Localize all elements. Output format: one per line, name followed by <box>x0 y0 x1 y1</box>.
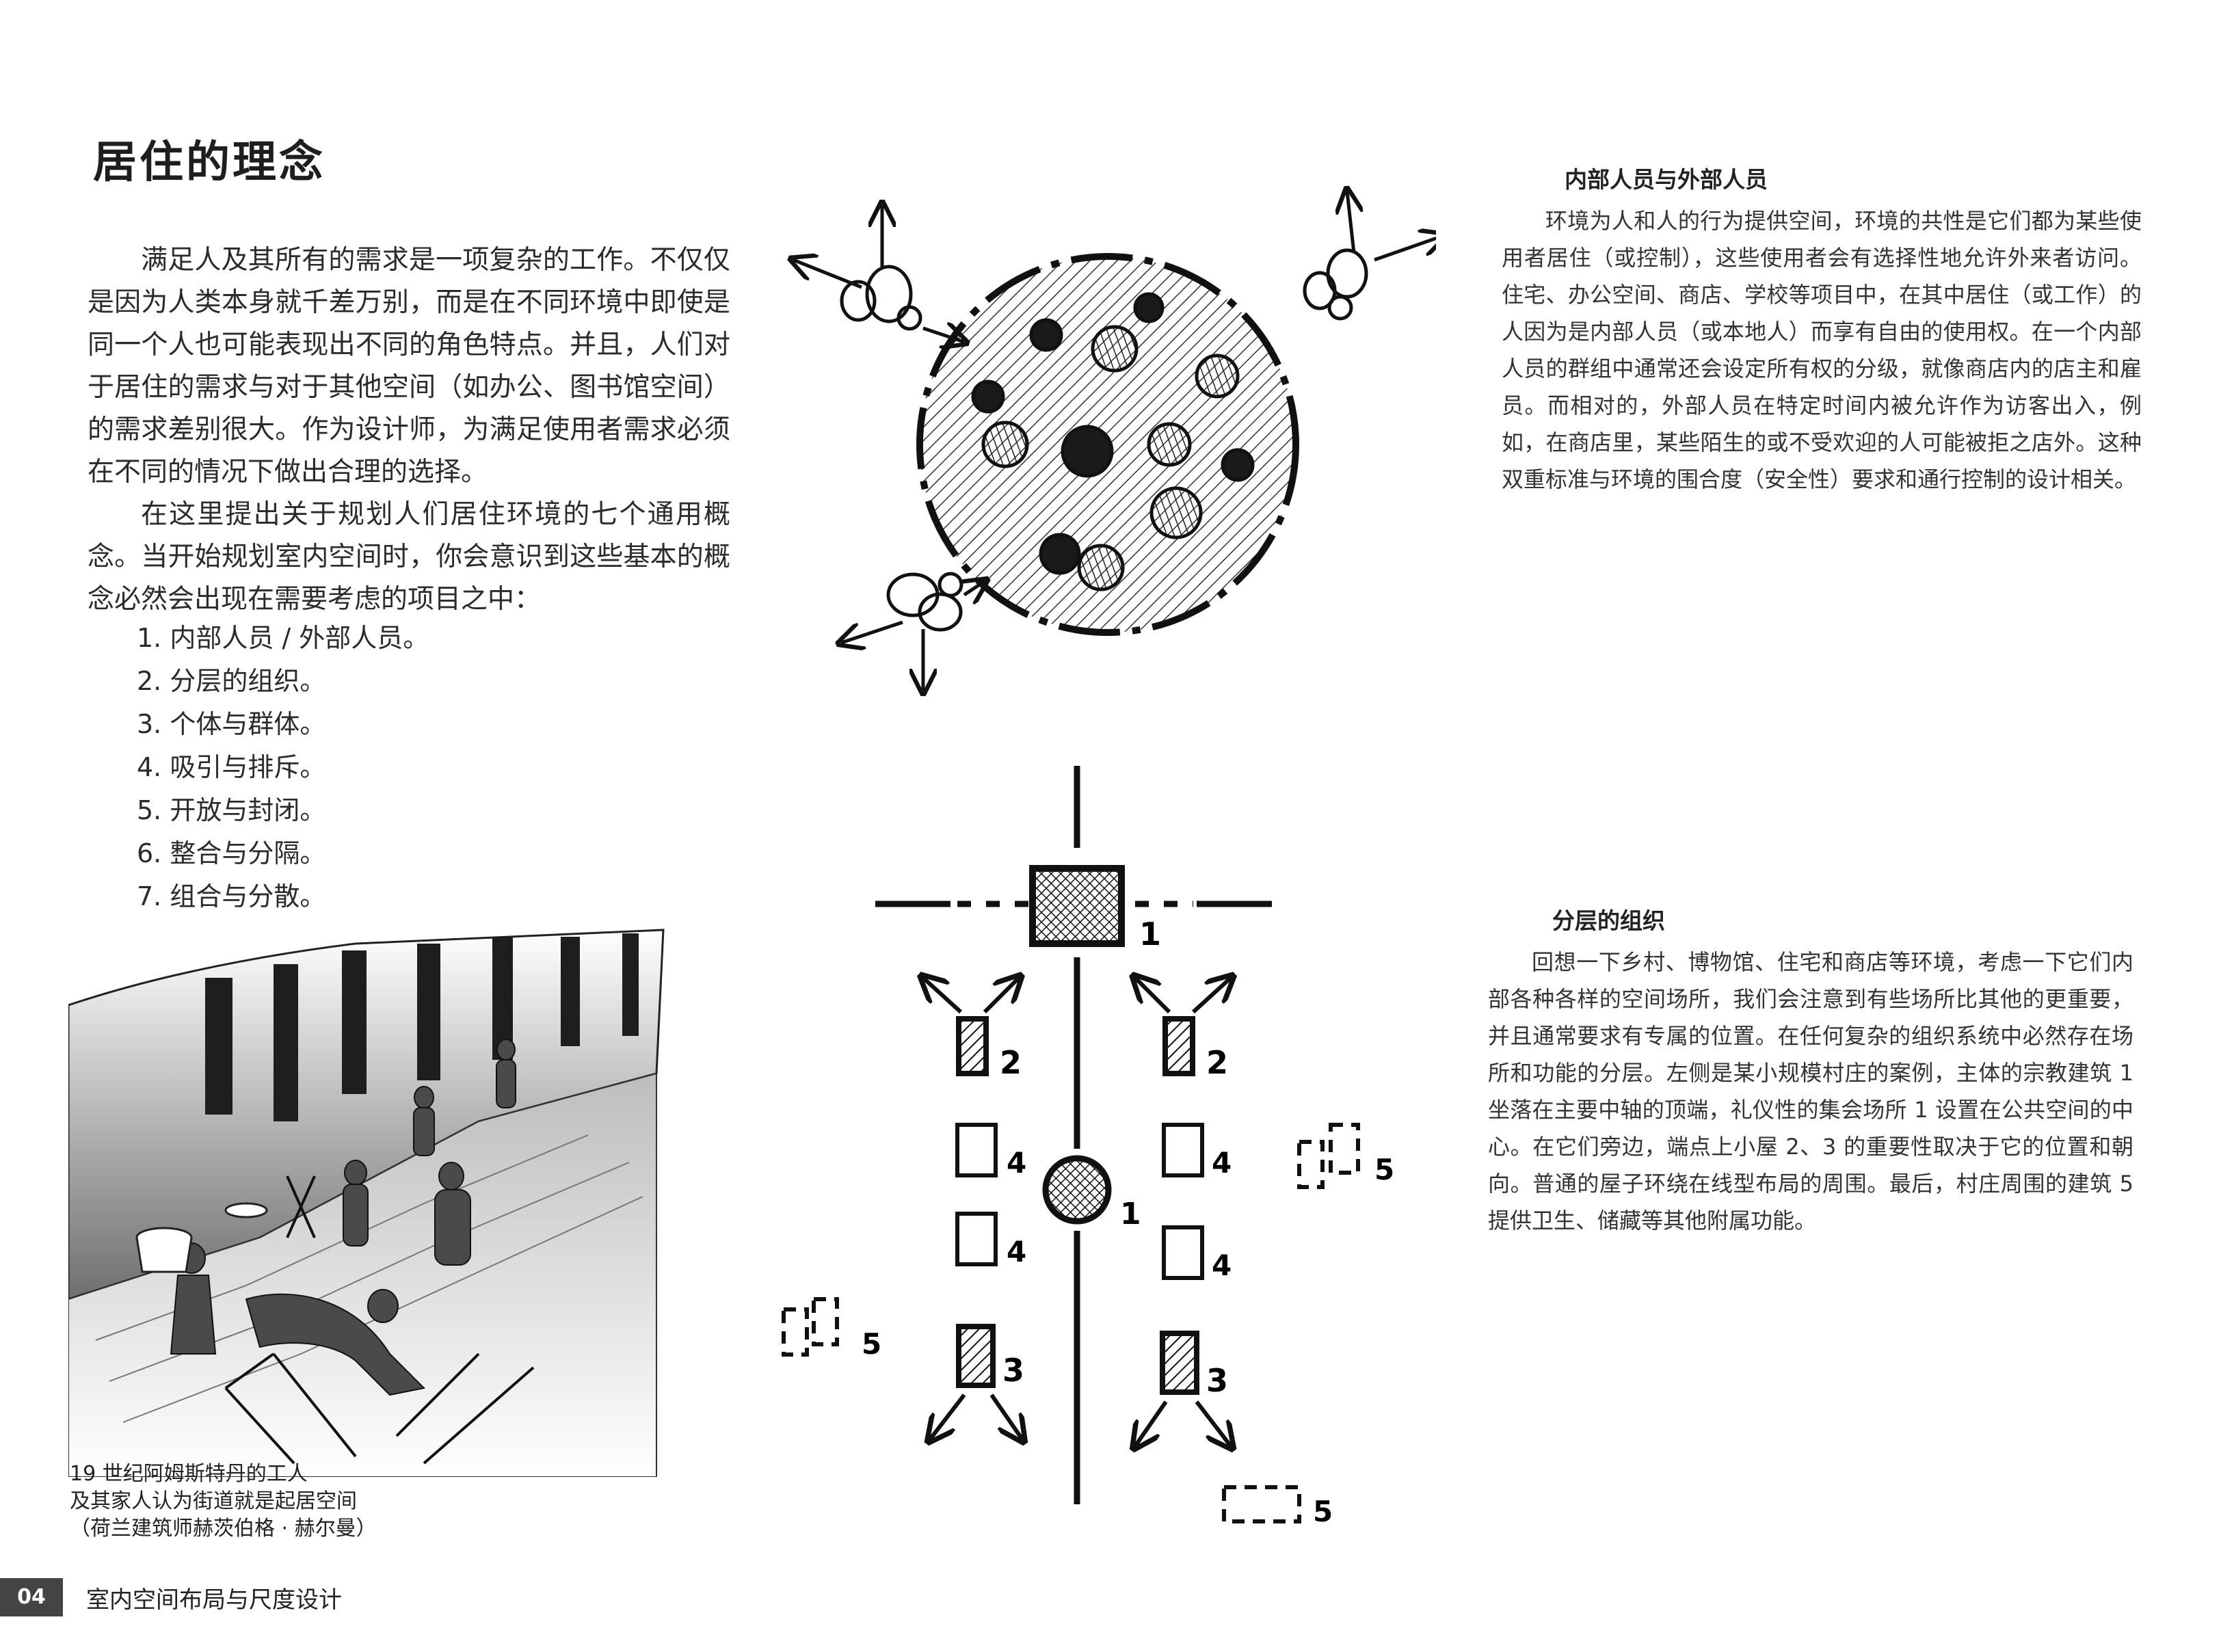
label-5: 5 <box>1374 1153 1394 1186</box>
insider-outsider-diagram <box>786 171 1436 732</box>
label-4: 4 <box>1007 1235 1026 1268</box>
concept-item: 4. 吸引与排斥。 <box>137 752 326 782</box>
intro-text: 满足人及其所有的需求是一项复杂的工作。不仅仅是因为人类本身就千差万别，而是在不同… <box>88 239 730 621</box>
label-3-left: 3 <box>1002 1352 1024 1389</box>
concept-list: 1. 内部人员 / 外部人员。 2. 分层的组织。 3. 个体与群体。 4. 吸… <box>137 617 429 918</box>
concept-item: 7. 组合与分散。 <box>137 881 326 911</box>
concept-item: 3. 个体与群体。 <box>137 709 326 739</box>
label-5: 5 <box>1313 1495 1333 1525</box>
concept-item: 5. 开放与封闭。 <box>137 795 326 825</box>
label-4: 4 <box>1212 1146 1232 1180</box>
caption-line: 19 世纪阿姆斯特丹的工人 <box>70 1462 308 1486</box>
street-scene-illustration <box>68 929 665 1477</box>
label-1-center: 1 <box>1120 1197 1141 1231</box>
label-3-right: 3 <box>1206 1362 1228 1399</box>
concept-item: 6. 整合与分隔。 <box>137 838 326 868</box>
section-paragraph: 回想一下乡村、博物馆、住宅和商店等环境，考虑一下它们内部各种各样的空间场所，我们… <box>1488 949 2133 1234</box>
assembly-place <box>1042 1155 1112 1225</box>
section-heading-insiders: 内部人员与外部人员 <box>1565 166 1768 193</box>
section-body-hierarchy: 回想一下乡村、博物馆、住宅和商店等环境，考虑一下它们内部各种各样的空间场所，我们… <box>1488 944 2133 1239</box>
label-2-left: 2 <box>1000 1044 1022 1081</box>
page-number-badge: 04 <box>0 1578 63 1616</box>
label-5: 5 <box>862 1327 881 1361</box>
intro-paragraph-2: 在这里提出关于规划人们居住环境的七个通用概念。当开始规划室内空间时，你会意识到这… <box>88 499 730 615</box>
book-title: 室内空间布局与尺度设计 <box>86 1586 342 1614</box>
illustration-caption: 19 世纪阿姆斯特丹的工人 及其家人认为街道就是起居空间 （荷兰建筑师赫茨伯格 … <box>70 1461 377 1543</box>
label-1: 1 <box>1139 916 1161 952</box>
caption-line: 及其家人认为街道就是起居空间 <box>70 1489 357 1513</box>
section-paragraph: 环境为人和人的行为提供空间，环境的共性是它们都为某些使用者居住（或控制），这些使… <box>1502 208 2142 492</box>
hierarchy-diagram: 1 1 2 2 4 4 4 4 3 3 5 5 5 <box>782 766 1394 1525</box>
label-2-right: 2 <box>1206 1044 1228 1081</box>
caption-line: （荷兰建筑师赫茨伯格 · 赫尔曼） <box>70 1517 377 1541</box>
page-title: 居住的理念 <box>93 137 325 188</box>
label-4: 4 <box>1212 1249 1232 1282</box>
section-body-insiders: 环境为人和人的行为提供空间，环境的共性是它们都为某些使用者居住（或控制），这些使… <box>1502 202 2142 498</box>
section-heading-hierarchy: 分层的组织 <box>1552 907 1665 934</box>
concept-item: 1. 内部人员 / 外部人员。 <box>137 623 429 653</box>
main-temple-building <box>1029 865 1125 947</box>
concept-item: 2. 分层的组织。 <box>137 666 326 696</box>
label-4: 4 <box>1007 1146 1026 1180</box>
intro-paragraph-1: 满足人及其所有的需求是一项复杂的工作。不仅仅是因为人类本身就千差万别，而是在不同… <box>88 245 730 488</box>
